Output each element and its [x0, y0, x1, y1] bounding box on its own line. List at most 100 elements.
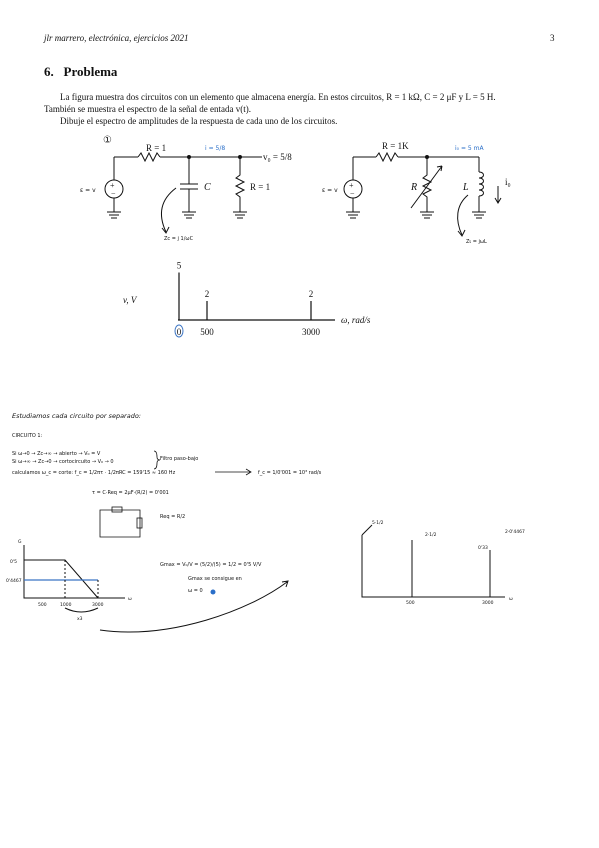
statement-line-3: Dibuje el espectro de amplitudes de la r… [60, 116, 338, 126]
plus-sign: + [110, 181, 115, 190]
c2-l-label: L [462, 182, 469, 193]
notes-gmax-where-1: Gmax se consigue en [188, 576, 242, 582]
out-axes [361, 535, 505, 598]
gain-x3-arc [64, 607, 99, 613]
statement-line-2: También se muestra el espectro de la señ… [44, 104, 252, 114]
c1-zc-note: Zc = j 1/ωC [164, 236, 194, 242]
minus-sign: − [350, 189, 355, 198]
ground-icon [107, 211, 121, 219]
gain-curve [24, 559, 99, 599]
notes-circuit-label: CIRCUITO 1: [12, 433, 43, 439]
out-x-label: ω [509, 597, 513, 602]
gain-value-2: 0'4467 [6, 578, 22, 584]
circuit-1: ① + − [103, 135, 262, 234]
ground-icon [346, 211, 360, 219]
gain-x-label: ω [128, 597, 132, 602]
c2-rv-label: R [410, 182, 417, 193]
c2-current-note: i₀ = 5 mA [455, 145, 484, 152]
spectrum-xlabel: ω, rad/s [341, 315, 371, 325]
arrow-head [161, 226, 170, 234]
c2-inductor [478, 171, 484, 197]
spectrum-amplitude-1: 2 [205, 289, 210, 299]
plus-sign: + [349, 181, 354, 190]
notes-blue-dot [210, 589, 216, 595]
c1-resistor-r [137, 151, 161, 163]
out-amp-0: 5·1/2 [372, 520, 384, 526]
out-x-500: 500 [406, 600, 415, 606]
section-title: 6. Problema [44, 64, 117, 80]
output-spectrum [361, 524, 505, 598]
gain-x3: x3 [77, 616, 83, 622]
minus-sign: − [111, 189, 116, 198]
notes-req: Req = R/2 [160, 514, 185, 520]
c2-variable-arrow [410, 165, 443, 209]
circuit-2: + − [343, 151, 502, 237]
notes-brace-note: Filtro paso-bajo [160, 456, 198, 462]
page-number: 3 [550, 33, 555, 43]
gain-x-500: 500 [38, 602, 47, 608]
notes-equiv-circuit [99, 509, 141, 538]
zero-highlight-circle [174, 324, 184, 338]
c1-source-label: ε = v [80, 187, 96, 194]
c2-io-arrow [494, 186, 502, 204]
c2-zl-note: Zι = jωL [466, 239, 487, 245]
notes-line-c: calculamos ω_c = corte: f_c = 1/2πτ · 1/… [12, 470, 176, 476]
spectrum-tick-2: 3000 [302, 327, 321, 337]
notes-line-b: Si ω→∞ → Zc→0 → cortocircuito → V₀ → 0 [12, 459, 114, 465]
c2-resistor-r [375, 151, 399, 163]
input-spectrum [174, 272, 335, 338]
gain-value-1: 0'5 [10, 559, 17, 565]
spectrum-amplitude-2: 2 [309, 289, 314, 299]
c2-io-label: i₀ [505, 177, 511, 187]
circuit-1-number: ① [103, 135, 112, 146]
notes-gmax-where-2: ω = 0 [188, 588, 203, 594]
c2-r-label: R = 1K [382, 141, 409, 151]
ground-icon [233, 211, 247, 219]
gain-axes [23, 545, 125, 599]
notes-title: Estudiamos cada circuito por separado: [12, 412, 141, 420]
section-number: 6. [44, 64, 54, 79]
out-x-3000: 3000 [482, 600, 494, 606]
spectrum-ylabel: v, V [123, 295, 138, 305]
c1-r2-label: R = 1 [250, 182, 270, 192]
ground-icon [420, 211, 434, 219]
running-header: jlr marrero, electrónica, ejercicios 202… [44, 33, 189, 43]
notes-equiv-resistor [136, 517, 143, 529]
notes-line-a: Si ω→0 → Zc→∞ → abierto → V₀ = V [12, 451, 101, 457]
spectrum-tick-0: 0 [177, 327, 182, 337]
gain-dashed [64, 560, 99, 598]
section-heading: Problema [63, 64, 118, 79]
c1-capacitor [180, 157, 198, 212]
gain-x-3000: 3000 [92, 602, 104, 608]
big-arrow [99, 580, 289, 633]
spectrum-tick-1: 500 [200, 327, 214, 337]
c1-r-label: R = 1 [146, 143, 166, 153]
c1-current-note: i = 5/8 [205, 145, 225, 152]
c1-c-label: C [204, 182, 211, 193]
out-amp-1: 2·1/2 [425, 532, 437, 538]
gain-axis-label: G [18, 539, 22, 545]
ground-icon [472, 211, 486, 219]
out-tick [361, 524, 373, 536]
c2-source-label: ε = v [322, 187, 338, 194]
statement-line-1: La figura muestra dos circuitos con un e… [60, 92, 496, 102]
notes-arrow [215, 468, 252, 476]
notes-brace [153, 450, 161, 470]
arrow-head [457, 229, 466, 237]
c2-variable-resistor [421, 157, 433, 212]
ground-icon [182, 211, 196, 219]
notes-gmax: Gmax = V₀/V = (5/2)/(5) = 1/2 = 0'5 V/V [160, 562, 262, 568]
c1-vo-label: v₀ = 5/8 [263, 152, 292, 162]
gain-plot [23, 545, 289, 633]
notes-equiv-resistor [111, 506, 123, 513]
c2-annotation-arrow [457, 194, 469, 236]
notes-tau: τ = C·Req = 2μF·(R/2) = 0'001 [92, 490, 169, 496]
out-amp-2: 2·0'4467 [505, 529, 525, 535]
c1-resistor-load [234, 157, 246, 212]
spectrum-amplitude-0: 5 [177, 261, 182, 271]
notes-wc: f_c = 1/0'001 = 10³ rad/s [258, 470, 322, 476]
c1-annotation-arrow [160, 187, 177, 233]
gain-x-1000: 1000 [60, 602, 72, 608]
out-value: 0'33 [478, 545, 488, 551]
